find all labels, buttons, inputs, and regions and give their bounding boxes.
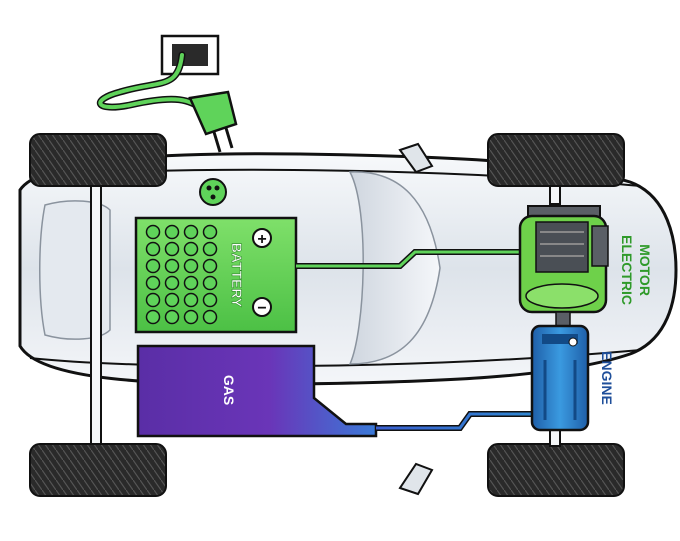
battery-cell: [183, 292, 199, 308]
rear-axle: [90, 159, 102, 451]
charge-port-icon: [199, 178, 227, 206]
plug-icon: [188, 90, 238, 153]
battery-cell: [183, 224, 199, 240]
battery-pack: + − BATTERY: [134, 216, 298, 334]
battery-cell: [145, 275, 161, 291]
side-mirror-bottom: [398, 462, 434, 496]
battery-cell: [164, 258, 180, 274]
battery-cell: [164, 309, 180, 325]
side-mirror-top: [398, 142, 434, 174]
tire-front-top: [487, 133, 625, 187]
engine-label: ENGINE: [599, 351, 615, 405]
gas-label: GAS: [221, 375, 237, 405]
battery-cell: [202, 309, 218, 325]
battery-cell: [183, 309, 199, 325]
battery-cell: [164, 292, 180, 308]
tire-front-bottom: [487, 443, 625, 497]
battery-cell: [183, 241, 199, 257]
battery-cell: [145, 224, 161, 240]
battery-cell: [202, 224, 218, 240]
tire-rear-bottom: [29, 443, 167, 497]
electric-label: ELECTRIC: [619, 235, 635, 305]
battery-cell: [164, 275, 180, 291]
battery-cell: [164, 241, 180, 257]
engine: [530, 324, 590, 432]
battery-cell: [145, 258, 161, 274]
battery-cell: [145, 241, 161, 257]
battery-cell: [164, 224, 180, 240]
battery-cell: [202, 241, 218, 257]
wall-outlet-icon: [160, 34, 220, 76]
gas-tank: [136, 344, 378, 438]
battery-label: BATTERY: [229, 243, 245, 308]
battery-cell: [202, 292, 218, 308]
battery-cell: [183, 275, 199, 291]
battery-cell: [145, 292, 161, 308]
battery-cell: [202, 258, 218, 274]
battery-cell: [183, 258, 199, 274]
gas-fuel-line: [376, 411, 532, 431]
battery-cell: [145, 309, 161, 325]
battery-cell: [202, 275, 218, 291]
electric-motor: [518, 205, 609, 314]
battery-minus-terminal: −: [257, 300, 266, 317]
tire-rear-top: [29, 133, 167, 187]
battery-plus-terminal: +: [257, 231, 266, 248]
motor-label: MOTOR: [637, 244, 653, 296]
